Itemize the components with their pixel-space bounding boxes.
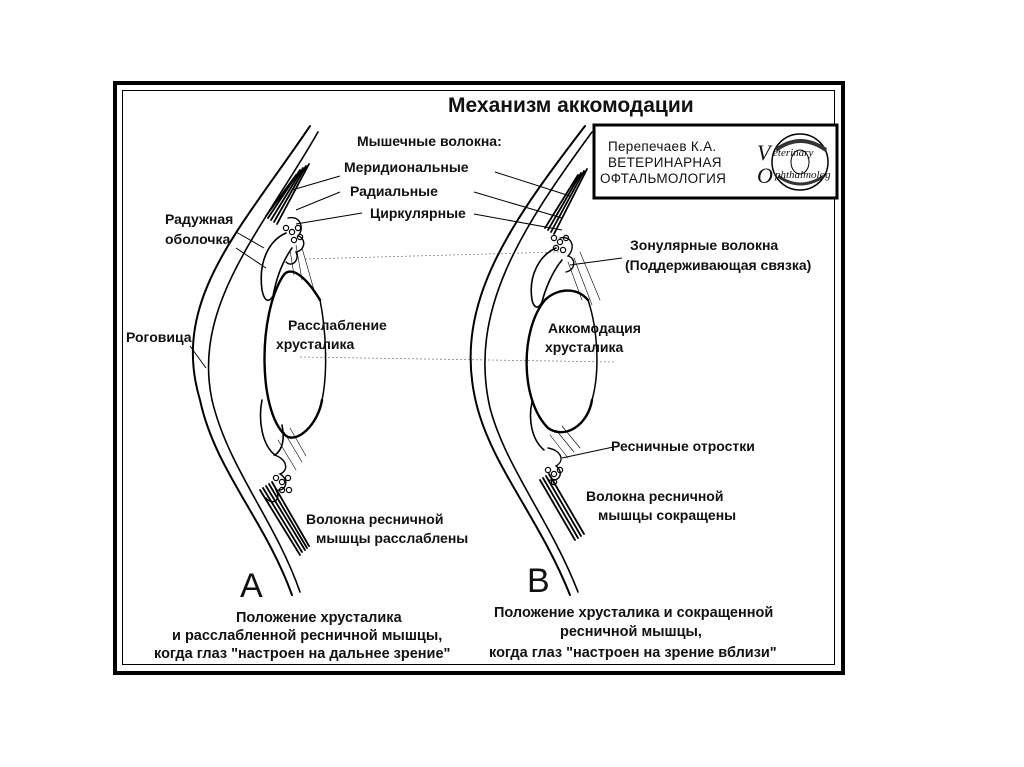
- logo-word-veterinary: eterinary: [773, 147, 813, 159]
- caption-a-2: и расслабленной ресничной мышцы,: [172, 628, 442, 644]
- leader-lines: [189, 171, 623, 459]
- label-zonular-2: (Поддерживающая связка): [625, 257, 811, 273]
- label-accom-2: хрусталика: [545, 339, 624, 355]
- label-cornea: Роговица: [126, 329, 192, 345]
- eye-a: [191, 125, 327, 596]
- outer-frame: [113, 81, 845, 675]
- label-fibers-b-2: мышцы сокращены: [598, 507, 736, 523]
- label-circular: Циркулярные: [370, 205, 466, 221]
- credit-box: Перепечаев К.А. ВЕТЕРИНАРНАЯ ОФТАЛЬМОЛОГ…: [592, 123, 839, 200]
- label-iris-1: Радужная: [165, 211, 233, 227]
- caption-b-2: ресничной мышцы,: [560, 624, 702, 640]
- label-radial: Радиальные: [350, 183, 438, 199]
- label-muscle-fibers: Мышечные волокна:: [357, 133, 502, 149]
- logo-letter-o: O: [757, 163, 773, 188]
- label-fibers-a-2: мышцы расслаблены: [316, 530, 468, 546]
- label-accom-1: Аккомодация: [548, 320, 641, 336]
- label-relax-2: хрусталика: [276, 336, 355, 352]
- caption-b-1: Положение хрусталика и сокращенной: [494, 605, 773, 621]
- panel-letter-a: A: [240, 567, 263, 605]
- label-fibers-a-1: Волокна ресничной: [306, 511, 443, 527]
- label-iris-2: оболочка: [165, 231, 230, 247]
- logo-letter-v: V: [757, 140, 773, 165]
- logo-word-ophthalmology: phthalmolog: [774, 169, 831, 181]
- label-fibers-b-1: Волокна ресничной: [586, 488, 723, 504]
- eye-b: [469, 125, 601, 596]
- label-meridional: Меридиональные: [344, 159, 469, 175]
- label-relax-1: Расслабление: [288, 317, 387, 333]
- credit-author: Перепечаев К.А.: [608, 139, 716, 154]
- logo-eye-icon: V eterinary O phthalmolog: [757, 133, 831, 191]
- inner-frame: [122, 90, 835, 665]
- caption-a-3: когда глаз "настроен на дальнее зрение": [154, 646, 450, 662]
- caption-a-1: Положение хрусталика: [236, 610, 403, 626]
- credit-line1: ВЕТЕРИНАРНАЯ: [608, 155, 722, 170]
- label-zonular-1: Зонулярные волокна: [630, 237, 778, 253]
- caption-b-3: когда глаз "настроен на зрение вблизи": [489, 645, 777, 661]
- label-processes: Ресничные отростки: [611, 438, 755, 454]
- credit-line2: ОФТАЛЬМОЛОГИЯ: [600, 171, 726, 186]
- panel-letter-b: B: [527, 562, 550, 600]
- diagram-title: Механизм аккомодации: [448, 94, 694, 117]
- reference-lines: [299, 251, 616, 363]
